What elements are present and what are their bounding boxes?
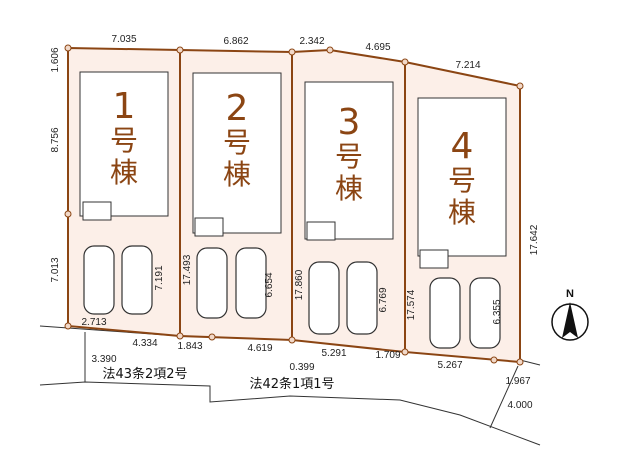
car-icon (346, 261, 378, 335)
building-1 (79, 71, 169, 217)
car-icon (83, 245, 115, 315)
dim-lot2-right: 6.654 (264, 272, 275, 297)
dim-road-width-left: 3.390 (91, 354, 116, 365)
lot-4-number: 4 (451, 126, 474, 167)
porch-4 (419, 249, 449, 269)
lot-2-number: 2 (226, 88, 249, 129)
dim-left-mid: 8.756 (50, 127, 61, 152)
cars (83, 245, 501, 349)
boundary-markers (64, 44, 524, 366)
building-3 (304, 81, 394, 240)
road-label-left: 法43条2項2号 (102, 366, 187, 382)
dim-lot1-b1: 2.713 (81, 317, 106, 328)
dim-left-top: 1.606 (50, 47, 61, 72)
dim-road-width-right: 4.000 (507, 400, 532, 411)
dim-road-corner: 1.967 (505, 376, 530, 387)
lot-3-label-1: 号 (335, 140, 363, 173)
dim-top-3a: 2.342 (299, 36, 324, 47)
car-icon (308, 261, 340, 335)
dim-top-3b: 4.695 (365, 42, 390, 53)
lot-1-number: 1 (113, 86, 136, 127)
dim-lot3-right: 6.769 (378, 287, 389, 312)
dim-top-2: 6.862 (223, 36, 248, 47)
dim-left-bottom: 7.013 (50, 257, 61, 282)
dim-right-side: 17.642 (529, 224, 540, 255)
dim-lot1-b2: 4.334 (132, 338, 157, 349)
porch-2 (194, 217, 224, 237)
car-icon (429, 277, 461, 349)
dim-lot4-right: 6.355 (492, 299, 503, 324)
porch-3 (306, 221, 336, 241)
lot-4-label-1: 号 (448, 164, 476, 197)
dim-lot3-b2: 5.291 (321, 348, 346, 359)
dim-lot3-left: 17.860 (294, 269, 305, 300)
car-icon (196, 247, 228, 319)
road-edge-bottom (39, 381, 541, 446)
road-label-main: 法42条1項1号 (249, 376, 334, 392)
dim-top-1: 7.035 (111, 34, 136, 45)
dim-lot2-b1: 1.843 (177, 341, 202, 352)
lot-3-number: 3 (338, 102, 361, 143)
porch-1 (82, 201, 112, 221)
car-icon (235, 247, 267, 319)
compass-label: N (566, 288, 574, 300)
dim-lot2-b2: 4.619 (247, 343, 272, 354)
dim-lot4-b: 5.267 (437, 360, 462, 371)
north-compass: N (551, 288, 589, 341)
building-2 (192, 72, 282, 234)
car-icon (121, 245, 153, 315)
building-4 (417, 97, 507, 257)
lot-1-label-2: 棟 (110, 156, 138, 189)
road-width-line (489, 365, 519, 429)
car-icon (469, 277, 501, 349)
dim-lot2-left: 17.493 (182, 254, 193, 285)
lot-1-label-1: 号 (110, 124, 138, 157)
dim-lot3-b1: 0.399 (289, 362, 314, 373)
dim-lot3-b3: 1.709 (375, 350, 400, 361)
lot-4-label-2: 棟 (448, 196, 476, 229)
dim-lot4-left: 17.574 (406, 289, 417, 320)
lot-2-label-2: 棟 (223, 158, 251, 191)
dim-top-4: 7.214 (455, 60, 480, 71)
lot-2-label-1: 号 (223, 126, 251, 159)
lot-3-label-2: 棟 (335, 172, 363, 205)
dim-lot1-right: 7.191 (154, 265, 165, 290)
north-arrow-icon (562, 302, 578, 338)
